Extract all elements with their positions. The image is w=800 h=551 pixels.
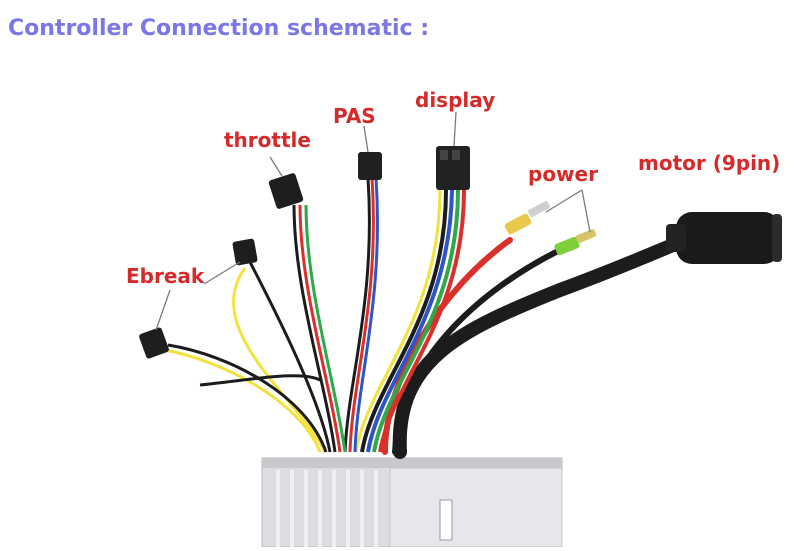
ebreak-pointer-lower — [155, 289, 171, 331]
power-connector-red — [504, 201, 550, 235]
controller-label-sticker — [439, 499, 453, 541]
power-label: power — [528, 162, 598, 186]
throttle-pointer — [269, 156, 283, 177]
throttle-connector — [268, 173, 304, 209]
display-pointer — [453, 111, 457, 147]
motor-label: motor (9pin) — [638, 151, 781, 175]
ebreak-label: Ebreak — [126, 264, 205, 288]
ebreak-wires — [139, 238, 332, 453]
heatsink-fins — [276, 470, 378, 547]
ebreak-connector-lower — [139, 327, 169, 359]
controller-box — [261, 457, 563, 548]
ebreak-connector-upper — [232, 238, 258, 266]
throttle-label: throttle — [224, 128, 311, 152]
pas-wires — [343, 152, 382, 453]
power-pointer-black — [581, 189, 591, 233]
pas-connector — [358, 152, 382, 180]
page-title: Controller Connection schematic : — [8, 16, 429, 41]
ebreak-pointer-upper — [203, 261, 241, 285]
display-wires — [354, 146, 470, 453]
display-label: display — [415, 88, 496, 112]
motor-connector — [676, 212, 780, 264]
power-pointer-red — [545, 189, 583, 213]
power-connector-black — [554, 229, 597, 256]
pas-pointer — [363, 125, 369, 153]
pas-label: PAS — [333, 104, 376, 128]
throttle-wires — [268, 173, 347, 453]
pointer-lines — [155, 111, 591, 331]
